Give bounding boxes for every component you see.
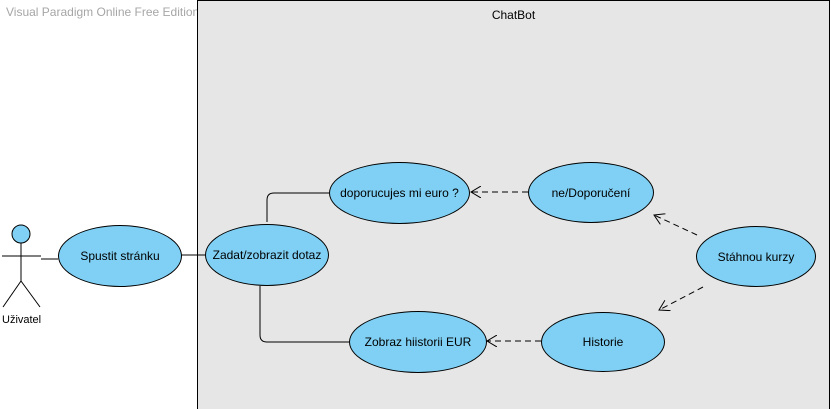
actor-icon[interactable]: [2, 224, 41, 308]
use-case-doporuceni[interactable]: ne/Doporučení: [528, 162, 654, 223]
watermark-text: Visual Paradigm Online Free Edition: [6, 5, 200, 19]
use-case-doporucujes-euro[interactable]: doporucujes mi euro ?: [329, 162, 470, 224]
use-case-spustit-stranku[interactable]: Spustit stránku: [58, 225, 182, 287]
actor-label: Uživatel: [2, 314, 42, 326]
dep-stahnou-doporuceni: [654, 215, 698, 236]
assoc-zadat-zobraz: [259, 286, 349, 343]
use-case-zadat-dotaz[interactable]: Zadat/zobrazit dotaz: [205, 224, 329, 286]
dep-stahnou-historie: [659, 286, 704, 310]
use-case-stahnou-kurzy[interactable]: Stáhnou kurzy: [696, 226, 816, 287]
use-case-historie[interactable]: Historie: [541, 312, 665, 372]
use-case-zobraz-historii[interactable]: Zobraz hiistorii EUR: [349, 311, 487, 373]
system-title: ChatBot: [491, 8, 536, 22]
system-boundary[interactable]: ChatBot: [197, 0, 830, 409]
assoc-zadat-doporucujes: [266, 192, 329, 222]
